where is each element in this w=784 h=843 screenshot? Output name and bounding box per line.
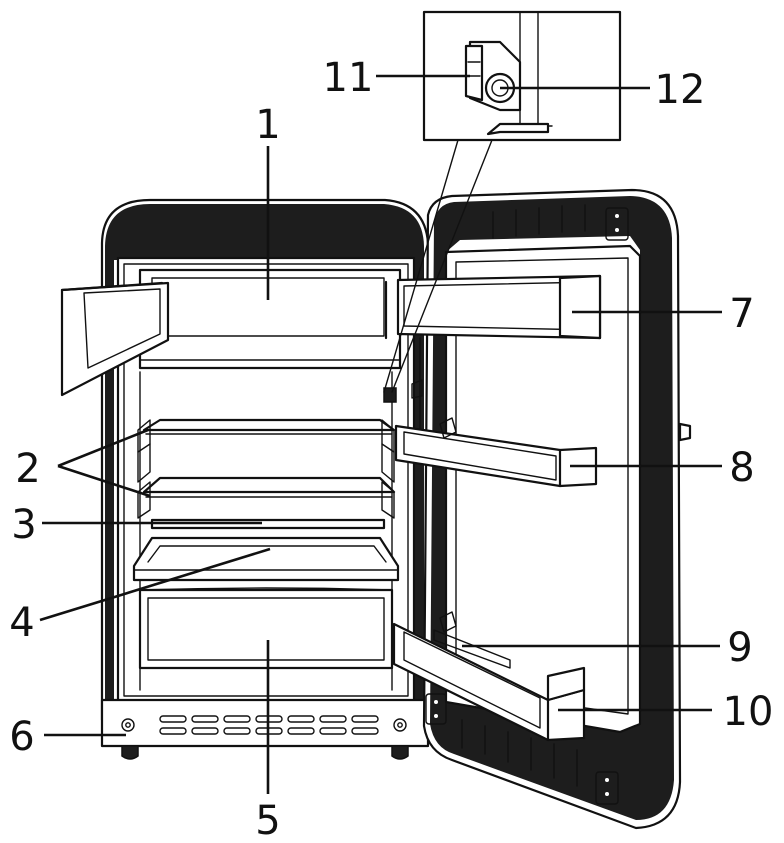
gasket-ribs-bottom xyxy=(461,719,578,787)
freezer-door xyxy=(60,281,170,397)
callout-6: 6 xyxy=(9,714,34,760)
callout-8: 8 xyxy=(729,445,754,491)
callout-2: 2 xyxy=(15,446,40,492)
crisper-drawer xyxy=(138,587,394,670)
callout-10: 10 xyxy=(723,689,774,735)
upper-shelf xyxy=(142,418,396,435)
hinge-bracket xyxy=(383,387,397,403)
hinge-detail-inset xyxy=(422,10,622,142)
plinth xyxy=(100,698,430,748)
door-shelf-middle xyxy=(394,417,598,488)
door-gasket xyxy=(430,196,674,820)
door-screws xyxy=(425,207,629,805)
callout-7: 7 xyxy=(729,291,754,337)
inset-connector-1 xyxy=(383,139,459,393)
inset-connector-2 xyxy=(391,139,493,393)
cabinet-liner-inner xyxy=(123,263,409,697)
leader-lines xyxy=(39,74,722,794)
cabinet xyxy=(60,198,430,760)
callout-12: 12 xyxy=(655,67,706,113)
door-bottle-shelf xyxy=(392,611,586,742)
freezer-compartment xyxy=(138,268,402,370)
callout-4: 4 xyxy=(9,600,34,646)
crisper-frame xyxy=(132,536,400,582)
shelf-rails-left xyxy=(137,419,151,519)
callout-9: 9 xyxy=(727,625,752,671)
door-liner xyxy=(444,244,642,734)
callout-numbers: 1 2 3 4 5 6 7 8 9 10 11 12 xyxy=(9,55,773,843)
callout-5: 5 xyxy=(255,798,280,843)
lower-shelf xyxy=(142,476,396,498)
door-handle xyxy=(678,422,692,442)
callout-11: 11 xyxy=(323,55,374,101)
rack-clip xyxy=(411,379,423,399)
callout-3: 3 xyxy=(11,502,36,548)
adjustable-feet xyxy=(121,745,409,760)
cabinet-wall xyxy=(105,204,424,705)
callout-1: 1 xyxy=(255,102,280,148)
open-door xyxy=(392,188,692,830)
shelf-rails-right xyxy=(381,419,395,519)
door-rack-top xyxy=(396,274,602,340)
gasket-ribs-top xyxy=(492,204,586,239)
